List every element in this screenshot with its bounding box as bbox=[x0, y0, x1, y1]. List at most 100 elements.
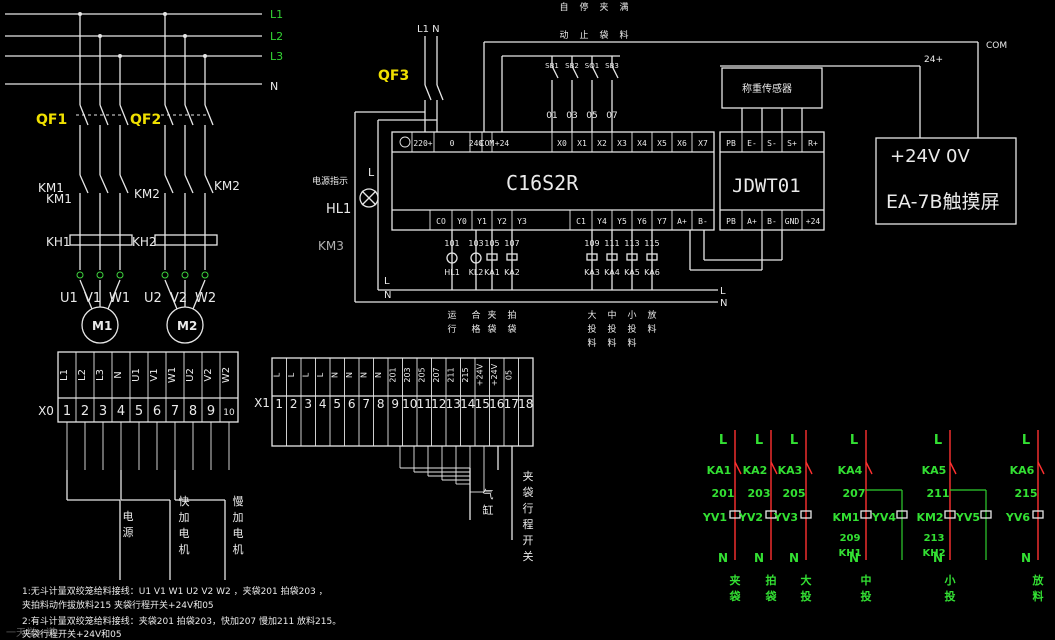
ladder-L-label: L bbox=[850, 433, 858, 448]
strip-x1-number: 9 bbox=[391, 397, 399, 411]
strip-x1-caption: 夹 bbox=[523, 470, 534, 483]
strip-x0-number: 5 bbox=[135, 404, 143, 419]
ladder-L-label: L bbox=[755, 433, 763, 448]
strip-x0-caption: 机 bbox=[179, 542, 190, 556]
strip-x1-number: 17 bbox=[504, 397, 519, 411]
plc-bottom-terminal-label: Y0 bbox=[457, 217, 467, 226]
ladder-valve-label: YV5 bbox=[955, 511, 980, 524]
watermark: 一天学一道 bbox=[6, 626, 56, 639]
strip-x0-number: 3 bbox=[99, 404, 107, 419]
strip-x0-name: V1 bbox=[149, 368, 160, 381]
plc-bottom-terminal-label: Y5 bbox=[617, 217, 627, 226]
output-coil bbox=[486, 253, 498, 261]
ladder-name-bottom: 投 bbox=[861, 589, 872, 603]
scale-sensor-label: 称重传感器 bbox=[742, 82, 792, 95]
strip-x0-number: 8 bbox=[189, 404, 197, 419]
strip-x1-number: 4 bbox=[319, 397, 327, 411]
strip-x0-caption: 电 bbox=[179, 527, 190, 540]
scale-bottom-terminal-label: GND bbox=[785, 217, 800, 226]
strip-x1-number: 16 bbox=[489, 397, 504, 411]
input-function-top: 夹 bbox=[599, 1, 608, 13]
input-function-bottom: 料 bbox=[619, 29, 628, 41]
input-function-top: 停 bbox=[579, 1, 588, 13]
strip-x0-name: U2 bbox=[185, 368, 196, 382]
strip-x1-name: 05 bbox=[504, 370, 513, 380]
strip-x0-caption: 快 bbox=[179, 495, 190, 508]
km2-label-top: KM2 bbox=[214, 179, 240, 193]
input-wire-number: 01 bbox=[546, 111, 557, 121]
com-label: COM bbox=[986, 41, 1007, 51]
ladder-wire-label: 215 bbox=[1015, 487, 1038, 500]
strip-x1-caption: 开 bbox=[523, 534, 534, 547]
ladder-wire-label: 201 bbox=[712, 487, 735, 500]
strip-x1-label: X1 bbox=[254, 396, 270, 410]
input-contact bbox=[611, 65, 619, 79]
output-coil bbox=[586, 253, 598, 261]
terminal-strip-x0: X0L11L22L33N4U15V16W17U28V29W210电源快加电机慢加… bbox=[38, 351, 244, 580]
motor-term: W1 bbox=[109, 291, 130, 306]
strip-x1-name: +24V bbox=[475, 363, 484, 386]
strip-x1-number: 3 bbox=[304, 397, 312, 411]
plc-top-terminal-label: X7 bbox=[698, 139, 708, 148]
ladder-kh-wire: 209 bbox=[840, 533, 861, 544]
note-line-4: 夹袋行程开关+24V和05 bbox=[22, 628, 122, 640]
terminal-strip-x1: X1L1L2L3L4N5N6N7N82019203102051120712211… bbox=[254, 357, 534, 563]
ladder-valve-label: YV4 bbox=[871, 511, 896, 524]
ladder-valve-label: YV3 bbox=[773, 511, 798, 524]
output-lamp bbox=[446, 252, 458, 264]
output-function-line1: 运 bbox=[447, 310, 456, 321]
ladder-relay-label: KA2 bbox=[743, 464, 768, 477]
ladder-valve-coil bbox=[980, 510, 992, 519]
touchscreen-name: EA-7B触摸屏 bbox=[886, 191, 1000, 213]
output-load-label: KA3 bbox=[584, 268, 600, 277]
output-function-line1: 放 bbox=[647, 309, 656, 321]
output-wire-number: 109 bbox=[584, 239, 599, 248]
ladder-contact bbox=[805, 461, 813, 475]
strip-x1-name: N bbox=[359, 372, 368, 378]
strip-x0-name: V2 bbox=[203, 368, 214, 381]
kh2-label: KH2 bbox=[132, 235, 157, 249]
strip-x1-name: 205 bbox=[417, 367, 426, 382]
motor-term: W2 bbox=[195, 291, 216, 306]
output-function-line2: 投 bbox=[587, 323, 596, 335]
ladder-name-bottom: 袋 bbox=[729, 589, 742, 603]
ladder-valve-coil bbox=[944, 510, 956, 519]
output-coil bbox=[606, 253, 618, 261]
plc-bottom-terminal-label: Y4 bbox=[597, 217, 607, 226]
ladder-valve-coil bbox=[800, 510, 812, 519]
output-load-label: KA6 bbox=[644, 268, 660, 277]
strip-x1-number: 12 bbox=[431, 397, 446, 411]
ladder-N-label: N bbox=[754, 551, 764, 565]
strip-x0-number: 4 bbox=[117, 404, 125, 419]
lamp-name: HL1 bbox=[326, 202, 351, 217]
ladder-contact bbox=[865, 461, 873, 475]
bus-label-n: N bbox=[270, 80, 278, 93]
scale-top-terminal-label: R+ bbox=[808, 139, 818, 148]
ladder-kh-label: KH2 bbox=[922, 548, 945, 559]
output-wire-number: 101 bbox=[444, 239, 459, 248]
ladder-contact bbox=[770, 461, 778, 475]
plc-top-terminal-label: X3 bbox=[617, 139, 627, 148]
plc-output-wiring: 101HL1运行103KL2合格105KA1夹袋107KA2拍袋109KA3大投… bbox=[444, 230, 660, 349]
input-contact bbox=[551, 65, 559, 79]
ladder-valve-coil bbox=[1032, 510, 1044, 519]
output-function-line1: 拍 bbox=[507, 309, 516, 321]
ladder-L-label: L bbox=[790, 433, 798, 448]
touchscreen bbox=[875, 137, 1017, 225]
ladder-name-top: 夹 bbox=[730, 573, 741, 587]
strip-x1-name: L bbox=[272, 372, 281, 377]
scale-bottom-terminal-label: PB bbox=[726, 217, 736, 226]
output-wire-number: 113 bbox=[624, 239, 639, 248]
output-function-line3: 料 bbox=[607, 337, 616, 349]
output-load-label: KA5 bbox=[624, 268, 640, 277]
bus-n-label: N bbox=[384, 290, 391, 301]
motor-term: V1 bbox=[84, 291, 101, 306]
ladder-kh-label: KH1 bbox=[838, 548, 861, 559]
output-load-label: HL1 bbox=[444, 268, 460, 277]
strip-x1-name: 203 bbox=[403, 367, 412, 382]
ladder-km-label: KM2 bbox=[916, 511, 943, 524]
